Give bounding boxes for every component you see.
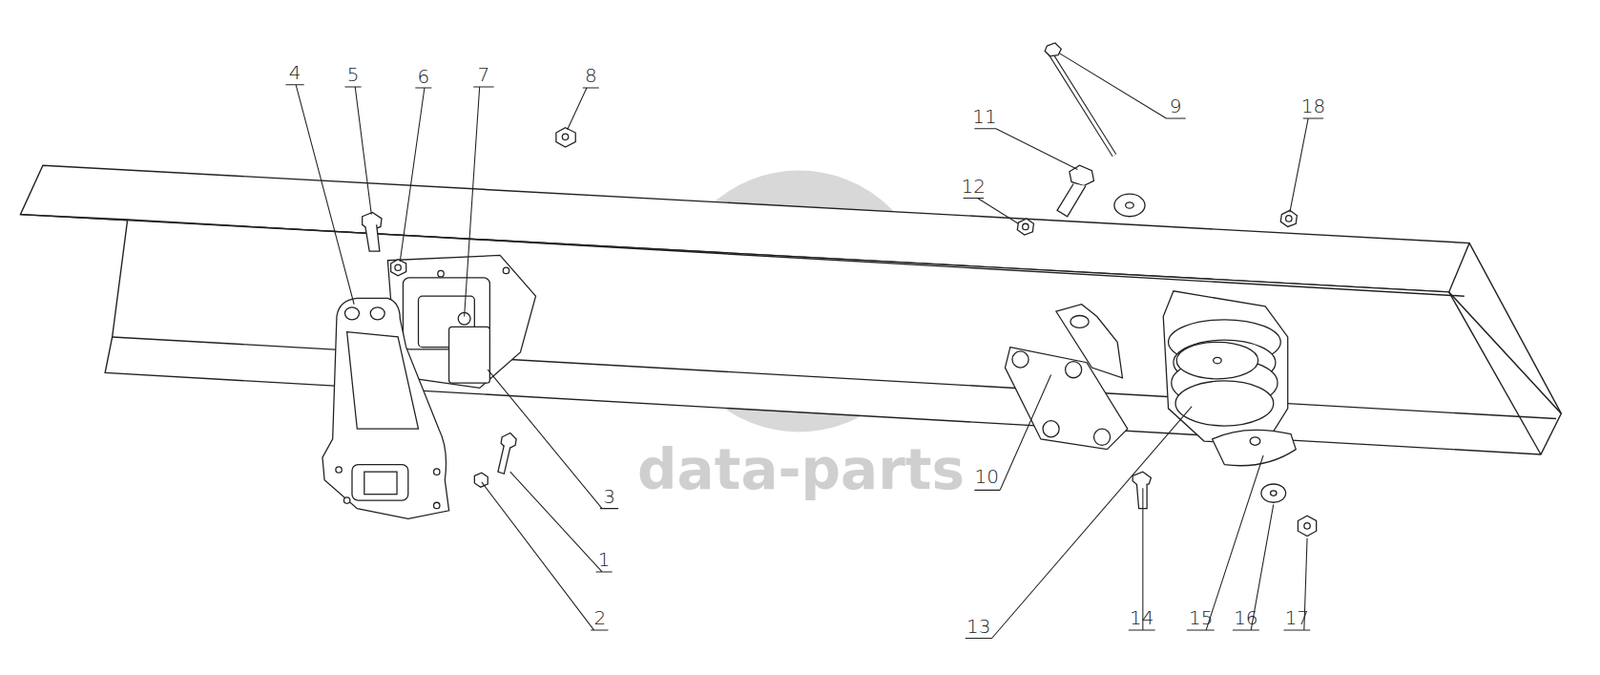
left-bracket-part xyxy=(364,471,397,495)
leader-lines-part xyxy=(344,86,372,215)
callout-number: 8 xyxy=(584,65,598,85)
leader-lines-part xyxy=(974,374,1051,491)
right-bracket-part xyxy=(1094,428,1111,445)
leader-lines-part xyxy=(487,369,619,508)
fasteners-part xyxy=(1136,483,1147,509)
left-engine-mount-part xyxy=(449,326,491,383)
fasteners-part xyxy=(498,444,511,474)
right-bracket-part xyxy=(1065,361,1082,378)
fasteners-part xyxy=(1044,42,1061,57)
fasteners-part xyxy=(1017,218,1034,235)
leader-lines-part xyxy=(974,128,1078,170)
right-engine-mount-part xyxy=(1249,436,1261,446)
callout-number: 10 xyxy=(974,466,998,486)
leader-lines-part xyxy=(1186,455,1264,630)
left-bracket xyxy=(322,297,450,519)
right-engine-mount-part xyxy=(1175,380,1274,426)
leader-lines-part xyxy=(1283,538,1310,630)
fasteners-part xyxy=(1280,209,1297,227)
fasteners-part xyxy=(1132,471,1151,486)
callout-number: 3 xyxy=(602,486,616,506)
fasteners-part xyxy=(1114,193,1145,217)
left-bracket-part xyxy=(335,466,342,473)
leader-lines-part xyxy=(1059,53,1186,119)
fasteners xyxy=(362,42,1317,537)
leader-lines-part xyxy=(965,406,1192,639)
callout-number: 17 xyxy=(1285,607,1310,627)
right-bracket-part xyxy=(1042,420,1060,437)
leader-lines-part xyxy=(399,87,432,262)
fasteners-part xyxy=(1297,515,1316,536)
callout-number: 15 xyxy=(1188,607,1213,627)
frame-rail-part xyxy=(20,214,1561,455)
leader-lines-part xyxy=(567,87,600,130)
callout-number: 13 xyxy=(966,616,991,636)
fasteners-part xyxy=(1304,522,1310,529)
leader-lines-part xyxy=(1128,487,1156,630)
callout-number: 18 xyxy=(1301,96,1326,116)
right-engine-mount-part xyxy=(1176,341,1259,379)
left-bracket-part xyxy=(347,332,419,430)
left-bracket-part xyxy=(434,468,440,475)
left-bracket-part xyxy=(322,297,450,519)
right-engine-mount-part xyxy=(1213,356,1223,363)
right-bracket-part xyxy=(1070,315,1089,329)
fasteners-part xyxy=(391,259,407,276)
fasteners-part xyxy=(1125,202,1135,208)
leader-lines-part xyxy=(285,84,354,305)
callout-number: 16 xyxy=(1233,607,1258,627)
frame-rail xyxy=(20,165,1561,455)
left-bracket-part xyxy=(344,307,359,320)
fasteners-part xyxy=(1286,215,1292,222)
right-bracket-part xyxy=(1004,347,1127,450)
callout-number: 11 xyxy=(972,106,997,126)
callout-number: 2 xyxy=(594,607,607,627)
left-engine-mount-part xyxy=(502,267,509,273)
fasteners-part xyxy=(365,224,380,251)
left-bracket-part xyxy=(343,497,350,503)
fasteners-part xyxy=(1261,483,1287,502)
right-bracket xyxy=(1004,304,1127,450)
left-engine-mount-part xyxy=(437,270,444,276)
frame-rail-part xyxy=(112,336,1557,419)
leader-lines-part xyxy=(1232,503,1274,630)
callout-number: 1 xyxy=(598,549,611,569)
frame-rail-part xyxy=(127,219,1465,296)
right-engine-mount xyxy=(1163,290,1296,466)
fasteners-part xyxy=(1022,223,1029,229)
callout-number: 5 xyxy=(347,64,360,84)
fasteners-part xyxy=(561,133,568,140)
fasteners-part xyxy=(474,472,488,487)
fasteners-part xyxy=(394,264,401,271)
leader-lines-part xyxy=(481,481,609,630)
watermark-text: data-parts xyxy=(637,441,965,498)
left-bracket-part xyxy=(352,464,409,500)
fasteners-part xyxy=(1057,184,1086,217)
callout-number: 9 xyxy=(1169,96,1183,116)
left-bracket-part xyxy=(434,501,440,508)
right-bracket-part xyxy=(1012,351,1029,368)
leader-lines-part xyxy=(510,471,613,572)
right-engine-mount-part xyxy=(1212,429,1297,465)
frame-rail-part xyxy=(1469,243,1561,415)
callout-number: 7 xyxy=(477,64,491,84)
frame-rail-part xyxy=(1449,291,1541,455)
callout-number: 4 xyxy=(289,62,302,83)
callout-number: 6 xyxy=(416,66,430,86)
left-bracket-part xyxy=(370,307,385,320)
leader-lines-part xyxy=(1289,118,1324,212)
right-engine-mount-part xyxy=(1163,290,1288,444)
callout-number: 12 xyxy=(961,176,986,196)
leader-lines-part xyxy=(464,86,495,317)
leader-lines-part xyxy=(963,198,1019,225)
callout-number: 14 xyxy=(1129,607,1154,627)
leader-lines xyxy=(285,53,1324,639)
fasteners-part xyxy=(556,127,576,147)
fasteners-part xyxy=(1270,490,1277,496)
fasteners-part xyxy=(1069,165,1095,186)
